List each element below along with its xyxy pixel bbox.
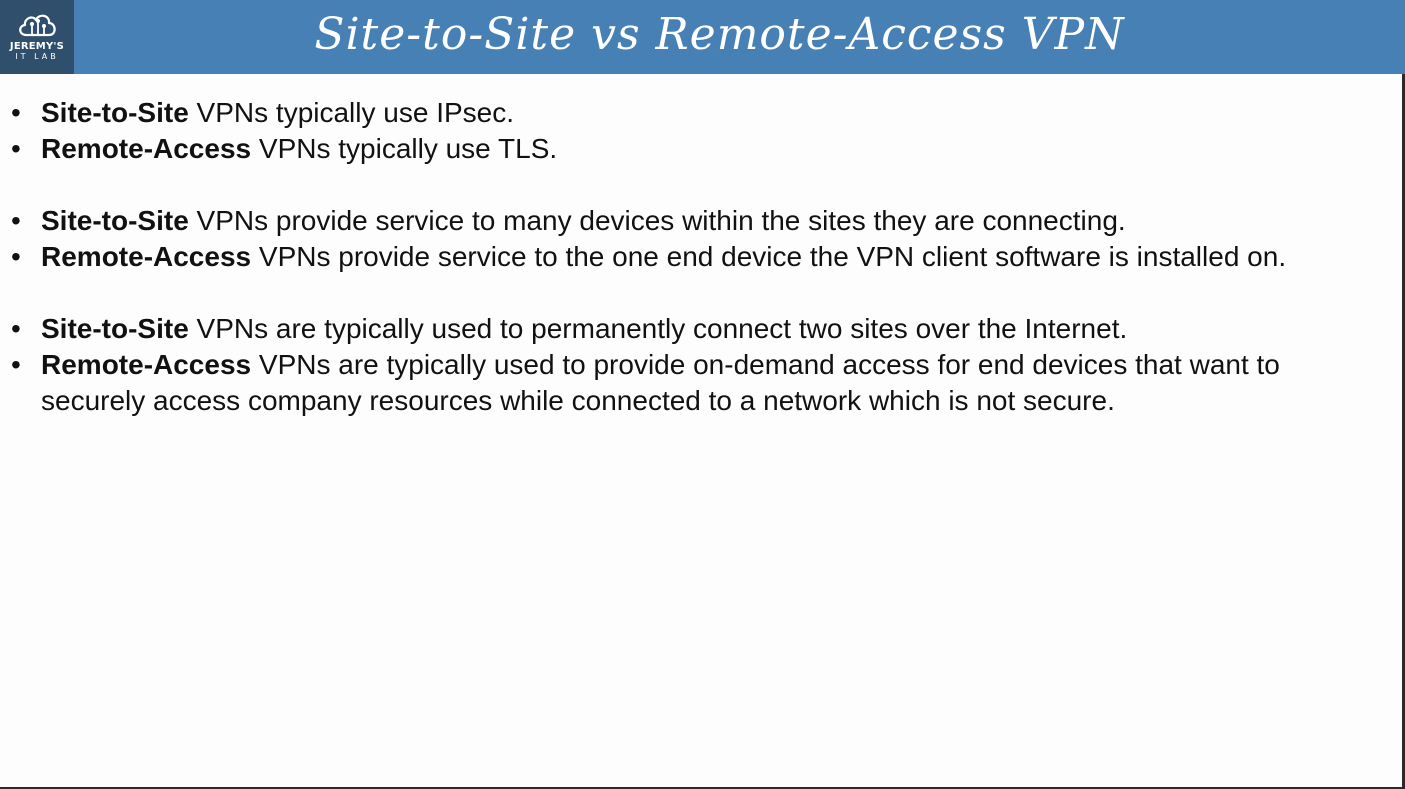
cloud-circuit-icon: [16, 0, 58, 39]
bullet-item: • Site-to-Site VPNs typically use IPsec.: [0, 95, 1381, 131]
bullet-item: • Remote-Access VPNs typically use TLS.: [0, 131, 1381, 167]
bullet-text: VPNs are typically used to permanently c…: [188, 313, 1128, 344]
bullet-dot: •: [11, 313, 21, 344]
bullet-text: VPNs typically use IPsec.: [188, 97, 515, 128]
bullet-text: VPNs provide service to many devices wit…: [188, 205, 1126, 236]
bullet-item: • Site-to-Site VPNs provide service to m…: [0, 203, 1381, 239]
bullet-item: • Remote-Access VPNs are typically used …: [0, 347, 1381, 419]
bullet-term: Site-to-Site: [41, 97, 189, 128]
logo-name: JEREMY'S: [9, 41, 65, 52]
bullet-item: • Site-to-Site VPNs are typically used t…: [0, 311, 1381, 347]
bullet-dot: •: [11, 205, 21, 236]
bullet-item: • Remote-Access VPNs provide service to …: [0, 239, 1381, 275]
bullet-dot: •: [11, 97, 21, 128]
slide-header: JEREMY'S IT LAB Site-to-Site vs Remote-A…: [0, 0, 1405, 74]
bullet-text: VPNs are typically used to provide on-de…: [41, 349, 1280, 416]
bullet-term: Remote-Access: [41, 133, 252, 164]
bullet-term: Site-to-Site: [41, 205, 189, 236]
bullet-group-2: • Site-to-Site VPNs provide service to m…: [0, 203, 1390, 275]
bullet-text: VPNs provide service to the one end devi…: [251, 241, 1287, 272]
bullet-group-3: • Site-to-Site VPNs are typically used t…: [0, 311, 1390, 419]
slide-title: Site-to-Site vs Remote-Access VPN: [314, 9, 1125, 60]
bullet-dot: •: [11, 241, 21, 272]
bullet-group-1: • Site-to-Site VPNs typically use IPsec.…: [0, 95, 1390, 167]
group-spacer: [0, 275, 1390, 311]
slide-frame-bottom: [0, 787, 1405, 789]
bullet-term: Site-to-Site: [41, 313, 189, 344]
bullet-dot: •: [11, 133, 21, 164]
logo-subtitle: IT LAB: [15, 52, 59, 61]
logo: JEREMY'S IT LAB: [0, 0, 74, 74]
group-spacer: [0, 167, 1390, 203]
bullet-dot: •: [11, 349, 21, 380]
bullet-text: VPNs typically use TLS.: [251, 133, 558, 164]
bullet-term: Remote-Access: [41, 349, 252, 380]
slide-frame-right: [1402, 74, 1405, 789]
bullet-list: • Site-to-Site VPNs typically use IPsec.…: [0, 95, 1390, 419]
bullet-term: Remote-Access: [41, 241, 252, 272]
